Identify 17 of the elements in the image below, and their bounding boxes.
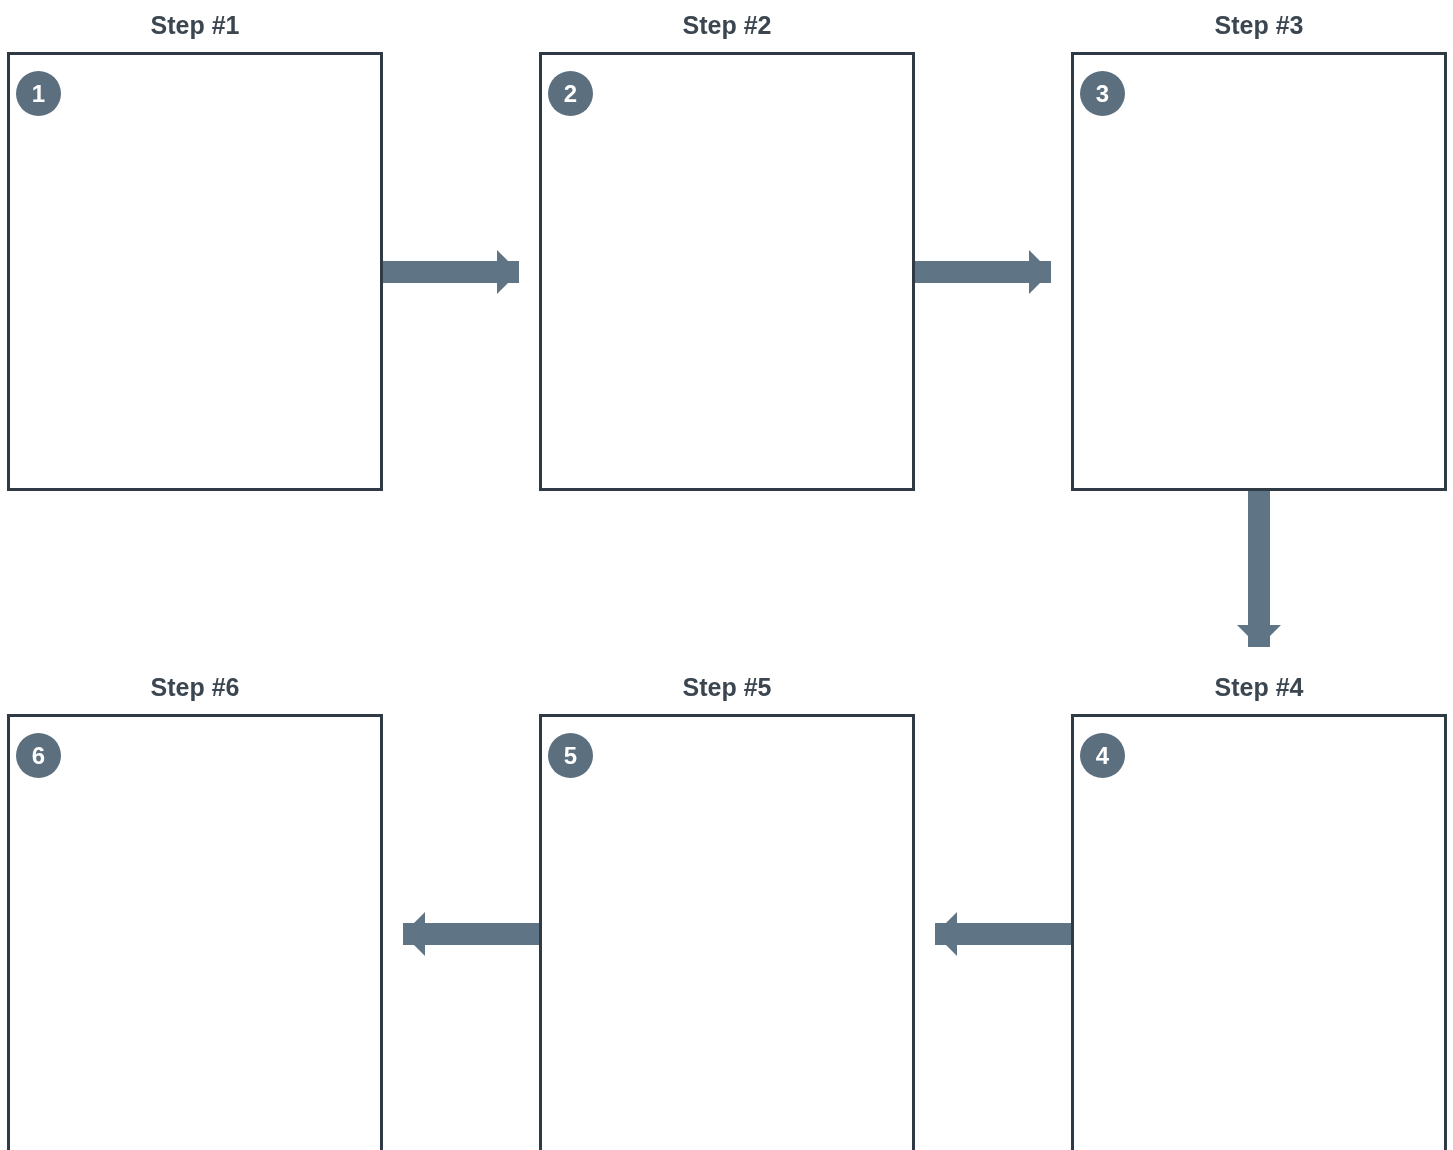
step-number-badge: 5 xyxy=(548,733,593,778)
arrow xyxy=(1237,491,1281,647)
step-heading: Step #4 xyxy=(1214,672,1304,703)
step-number-badge: 2 xyxy=(548,71,593,116)
step-number-badge: 1 xyxy=(16,71,61,116)
step-heading: Step #6 xyxy=(150,672,240,703)
arrow xyxy=(935,912,1071,956)
step-heading: Step #3 xyxy=(1214,10,1304,41)
step-heading: Step #1 xyxy=(150,10,240,41)
step-heading: Step #5 xyxy=(682,672,772,703)
step-heading: Step #2 xyxy=(682,10,772,41)
step-number-badge: 6 xyxy=(16,733,61,778)
arrow xyxy=(383,250,519,294)
step-number-badge: 3 xyxy=(1080,71,1125,116)
arrow xyxy=(403,912,539,956)
arrow xyxy=(915,250,1051,294)
step-number-badge: 4 xyxy=(1080,733,1125,778)
